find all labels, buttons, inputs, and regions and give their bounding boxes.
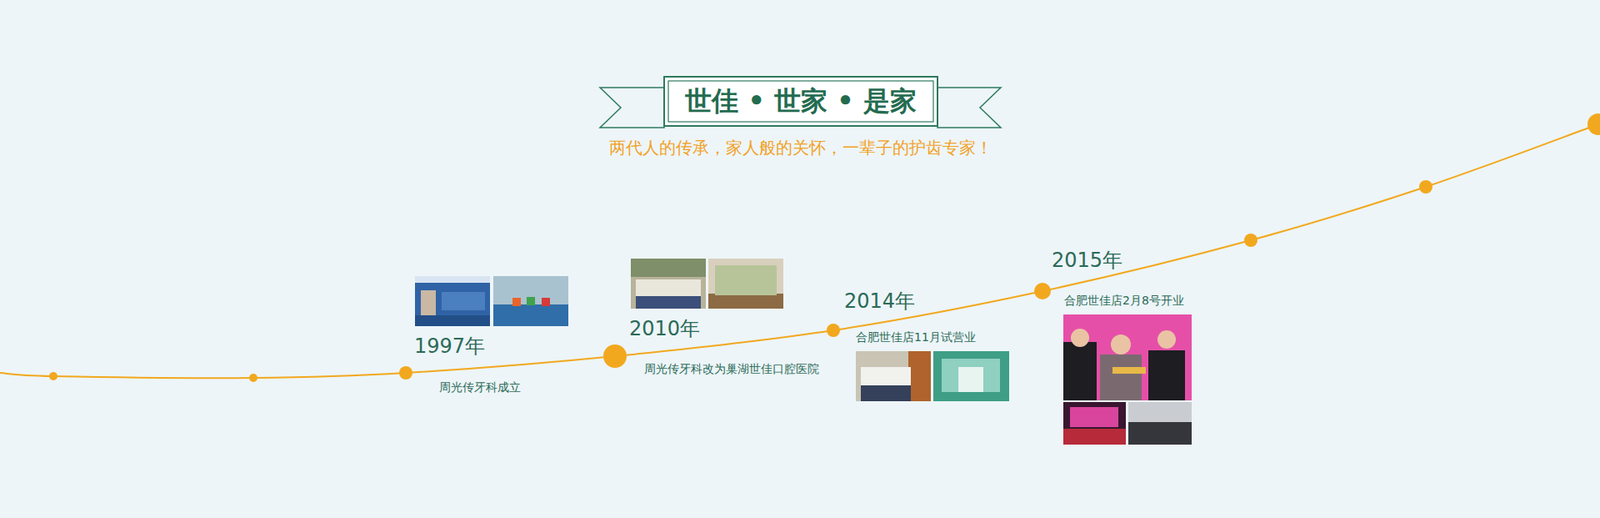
timeline-dot [1419, 180, 1433, 194]
year-label: 1997年 [414, 333, 485, 360]
timeline-dot [1034, 282, 1051, 300]
timeline-dots [49, 113, 1600, 382]
event-label: 周光传牙科成立 [439, 379, 521, 395]
photo [855, 350, 931, 401]
photo [630, 258, 706, 309]
timeline-dot [826, 323, 840, 337]
timeline-curve [0, 124, 1599, 378]
banner-inner [668, 80, 934, 122]
photo [1063, 314, 1192, 400]
ribbon-tail [937, 87, 1001, 128]
photo [493, 275, 569, 326]
banner-title: 世佳 • 世家 • 是家 [685, 84, 916, 118]
ribbon-tail [600, 87, 665, 128]
timeline-dot [249, 373, 258, 382]
photo [933, 350, 1010, 401]
timeline-dot [49, 371, 58, 380]
timeline-dot [603, 344, 627, 368]
timeline-dot [1587, 113, 1600, 135]
year-label: 2015年 [1051, 247, 1123, 274]
banner-box [664, 76, 938, 126]
timeline-dot [399, 365, 413, 380]
event-label: 合肥世佳店2月8号开业 [1064, 292, 1185, 308]
timeline-dot [1244, 233, 1258, 247]
photo [1128, 401, 1192, 445]
year-label: 2014年 [844, 288, 915, 315]
year-label: 2010年 [629, 315, 700, 342]
event-label: 周光传牙科改为巢湖世佳口腔医院 [644, 360, 820, 376]
photo [415, 275, 490, 326]
photo [708, 258, 784, 309]
subtitle: 两代人的传承，家人般的关怀，一辈子的护齿专家！ [609, 136, 993, 159]
photo [1063, 401, 1126, 445]
event-label: 合肥世佳店11月试营业 [855, 329, 976, 345]
